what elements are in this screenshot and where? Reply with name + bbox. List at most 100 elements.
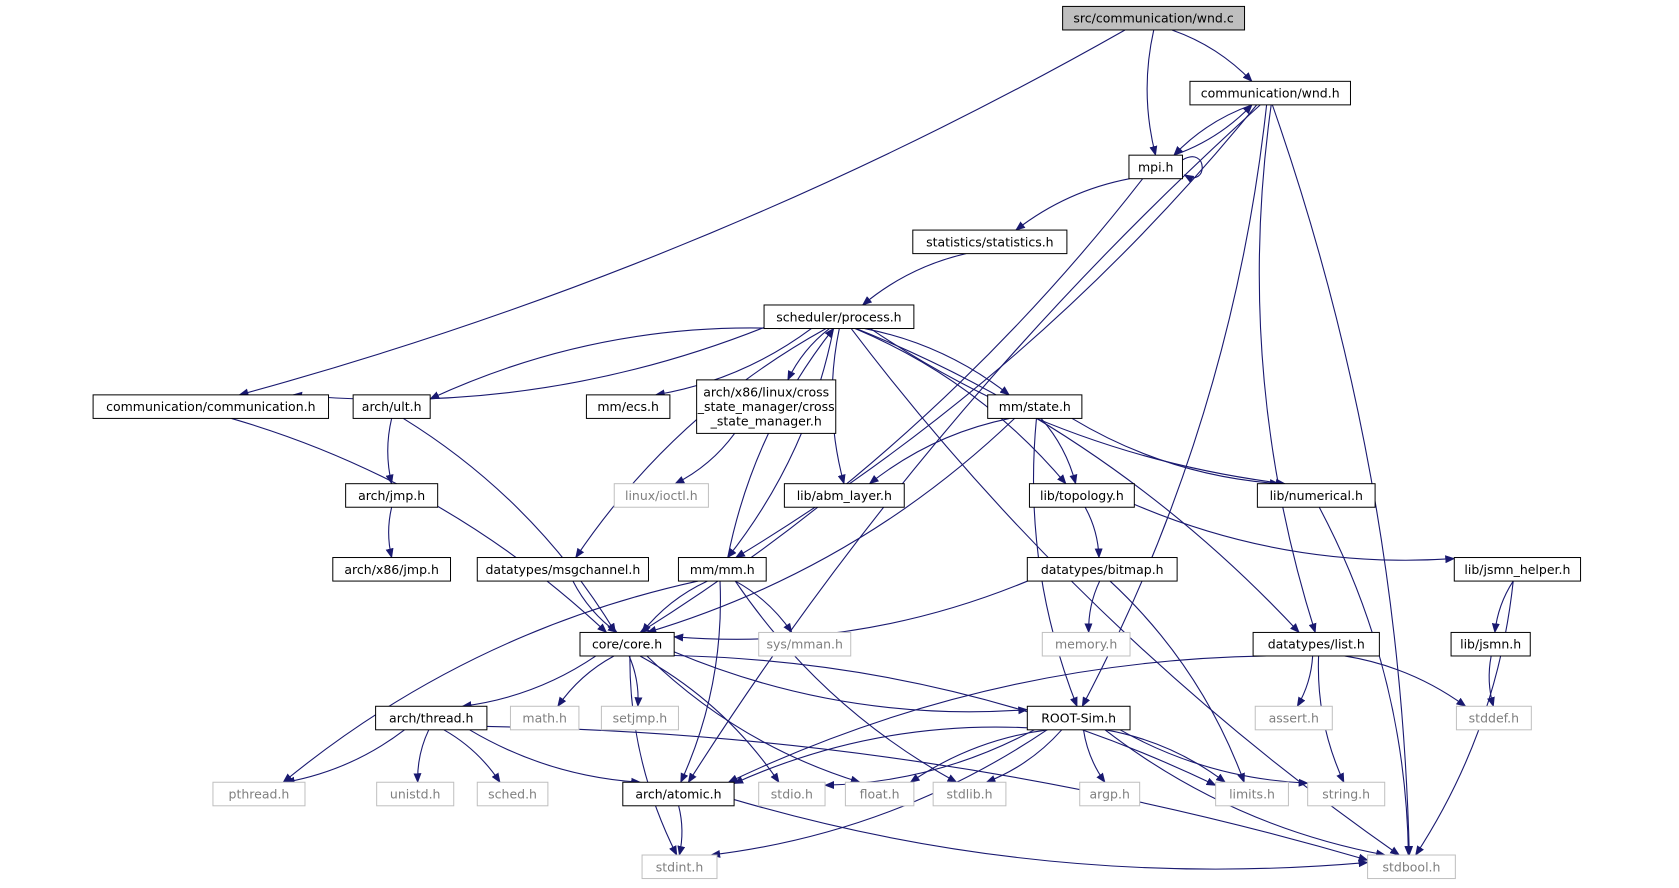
- node-box: [375, 705, 488, 731]
- edge-thread_h-to-sched_h: [443, 729, 501, 784]
- node-thread-h[interactable]: arch/thread.h: [375, 705, 488, 731]
- node-sched-h: sched.h: [476, 781, 549, 807]
- edge-mpi_h-to-statistics_h: [1015, 178, 1130, 231]
- node-box: [509, 705, 580, 731]
- node-atomic-h[interactable]: arch/atomic.h: [622, 781, 735, 807]
- edge-core_h-to-setjmp_h: [628, 655, 643, 708]
- edge-wnd_h-to-list_h: [1258, 104, 1317, 634]
- node-label: datatypes/bitmap.h: [1041, 562, 1164, 577]
- edge-wnd_c-to-mpi_h: [1146, 29, 1158, 157]
- node-box: [1026, 705, 1131, 731]
- node-box: [1079, 781, 1141, 807]
- node-ecs-h[interactable]: mm/ecs.h: [585, 394, 671, 419]
- node-label: linux/ioctl.h: [625, 488, 698, 503]
- edge-bitmap_h-to-limits_h: [1109, 580, 1245, 784]
- node-jmp-h[interactable]: arch/jmp.h: [345, 483, 439, 508]
- node-mpi-h[interactable]: mpi.h: [1128, 154, 1183, 180]
- edge-wnd_h-to-mpi_h: [1173, 104, 1253, 156]
- node-jsmn-helper-h[interactable]: lib/jsmn_helper.h: [1453, 557, 1582, 582]
- node-msgchannel-h[interactable]: datatypes/msgchannel.h: [476, 557, 649, 582]
- node-state-h[interactable]: mm/state.h: [987, 394, 1083, 419]
- node-label: float.h: [860, 787, 900, 802]
- node-wnd-c[interactable]: src/communication/wnd.c: [1062, 5, 1246, 31]
- edge-rootsim_h-to-float_h: [909, 729, 1048, 783]
- edge-thread_h-to-unistd_h: [413, 729, 430, 784]
- node-core-h[interactable]: core/core.h: [579, 631, 675, 657]
- edge-process_h-to-topology_h: [854, 328, 1067, 485]
- edge-core_h-to-float_h: [646, 655, 861, 784]
- node-label: stdbool.h: [1382, 859, 1440, 874]
- node-csm-h[interactable]: arch/x86/linux/cross_state_manager/cross…: [696, 379, 837, 434]
- edge-mm_h-to-atomic_h: [680, 581, 721, 784]
- node-box: [345, 483, 439, 508]
- node-box: [783, 483, 905, 508]
- node-label: mm/mm.h: [690, 562, 755, 577]
- node-label: unistd.h: [390, 787, 441, 802]
- node-label: arch/jmp.h: [358, 488, 425, 503]
- edge-list_h-to-stddef_h: [1344, 655, 1467, 707]
- node-stdio-h: stdio.h: [758, 781, 826, 807]
- node-label: src/communication/wnd.c: [1073, 11, 1233, 26]
- edge-wnd_h-to-rootsim_h: [1081, 104, 1268, 708]
- node-box: [1189, 80, 1351, 106]
- edge-ult_h-to-core_h: [403, 417, 616, 634]
- edge-topology_h-to-jsmn_helper_h: [1134, 503, 1456, 564]
- node-abm-h[interactable]: lib/abm_layer.h: [783, 483, 905, 508]
- node-label: datatypes/list.h: [1268, 637, 1365, 652]
- node-stdint-h: stdint.h: [641, 854, 718, 880]
- node-bitmap-h[interactable]: datatypes/bitmap.h: [1026, 557, 1178, 582]
- edge-bitmap_h-to-core_h: [673, 580, 1028, 642]
- node-mm-h[interactable]: mm/mm.h: [677, 557, 767, 582]
- node-communication-h[interactable]: communication/communication.h: [92, 394, 330, 419]
- node-memory-h: memory.h: [1041, 631, 1131, 657]
- node-label: _state_manager.h: [710, 414, 822, 429]
- edge-communication_h-to-core_h: [231, 417, 608, 634]
- node-ult-h[interactable]: arch/ult.h: [352, 394, 431, 419]
- node-label: lib/abm_layer.h: [797, 488, 892, 503]
- node-statistics-h[interactable]: statistics/statistics.h: [912, 229, 1068, 255]
- edge-jsmn_h-to-stddef_h: [1487, 655, 1495, 708]
- edge-mm_h-to-core_h: [641, 580, 708, 634]
- node-label: arch/x86/jmp.h: [344, 562, 439, 577]
- node-x86jmp-h[interactable]: arch/x86/jmp.h: [332, 557, 452, 582]
- edge-wnd_c-to-communication_h: [238, 29, 1126, 397]
- node-pthread-h: pthread.h: [212, 781, 306, 807]
- node-argp-h: argp.h: [1079, 781, 1141, 807]
- edge-msgchannel_h-to-core_h: [572, 580, 618, 634]
- node-process-h[interactable]: scheduler/process.h: [763, 304, 915, 330]
- node-box: [352, 394, 431, 419]
- node-stddef-h: stddef.h: [1455, 705, 1532, 731]
- edge-thread_h-to-atomic_h: [469, 729, 642, 786]
- node-box: [1450, 631, 1531, 657]
- node-label: arch/thread.h: [389, 711, 473, 726]
- node-box: [696, 379, 837, 434]
- node-numerical-h[interactable]: lib/numerical.h: [1256, 483, 1376, 508]
- node-box: [622, 781, 735, 807]
- node-wnd-h[interactable]: communication/wnd.h: [1189, 80, 1351, 106]
- node-box: [1367, 854, 1456, 880]
- edge-mm_h-to-process_h: [727, 327, 835, 558]
- node-list-h[interactable]: datatypes/list.h: [1252, 631, 1380, 657]
- node-box: [763, 304, 915, 330]
- node-jsmn-h[interactable]: lib/jsmn.h: [1450, 631, 1531, 657]
- node-rootsim-h[interactable]: ROOT-Sim.h: [1026, 705, 1131, 731]
- node-box: [1062, 5, 1246, 31]
- node-assert-h: assert.h: [1254, 705, 1333, 731]
- node-label: lib/topology.h: [1040, 488, 1124, 503]
- nodes-layer: src/communication/wnd.c communication/wnd…: [92, 5, 1582, 880]
- node-label: stdlib.h: [946, 787, 992, 802]
- node-topology-h[interactable]: lib/topology.h: [1028, 483, 1135, 508]
- node-box: [677, 557, 767, 582]
- node-box: [1026, 557, 1178, 582]
- edge-wnd_c-to-wnd_h: [1171, 29, 1253, 83]
- edge-rootsim_h-to-stdlib_h: [985, 729, 1063, 783]
- node-label: lib/jsmn_helper.h: [1464, 562, 1570, 577]
- edge-process_h-to-ult_h: [429, 327, 781, 400]
- node-limits-h: limits.h: [1215, 781, 1289, 807]
- edge-core_h-to-thread_h: [461, 655, 597, 710]
- edge-numerical_h-to-stdbool_h: [1318, 506, 1413, 857]
- node-label: mm/state.h: [999, 399, 1071, 414]
- edge-csm_h-to-ioctl_h: [674, 433, 736, 485]
- edge-state_h-to-core_h: [646, 418, 1015, 634]
